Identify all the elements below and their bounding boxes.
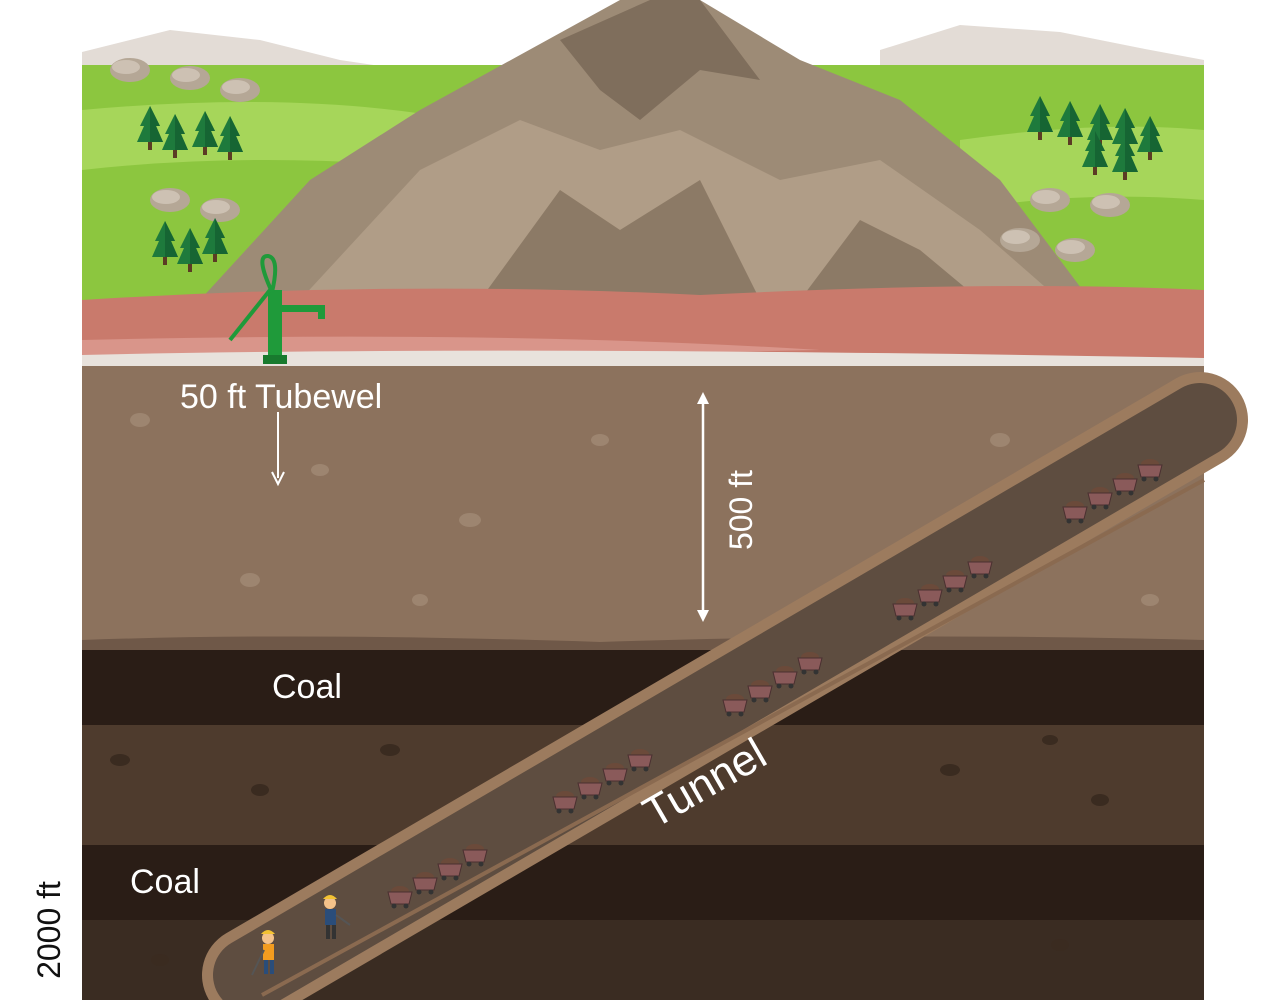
ground-edge bbox=[82, 350, 1204, 366]
depth-500-label: 500 ft bbox=[723, 470, 759, 550]
mine-tunnel bbox=[202, 372, 1248, 1000]
miner-icon bbox=[251, 930, 275, 976]
hand-pump-icon bbox=[228, 254, 325, 364]
depth-2000-label: 2000 ft bbox=[31, 881, 67, 979]
coal-seam-lower bbox=[82, 845, 1204, 920]
coal-label-upper: Coal bbox=[272, 668, 342, 706]
mountain-icon bbox=[200, 0, 1090, 300]
underground-strata bbox=[82, 366, 1204, 1000]
tubewell-label: 50 ft Tubewel bbox=[180, 378, 382, 416]
surface-landscape bbox=[82, 0, 1204, 366]
depth-500-arrow-icon bbox=[697, 392, 709, 622]
miner-icon bbox=[323, 895, 351, 939]
tubewell-depth-arrow-icon bbox=[271, 412, 285, 487]
distant-hills bbox=[82, 30, 420, 72]
coal-label-lower: Coal bbox=[130, 863, 200, 901]
